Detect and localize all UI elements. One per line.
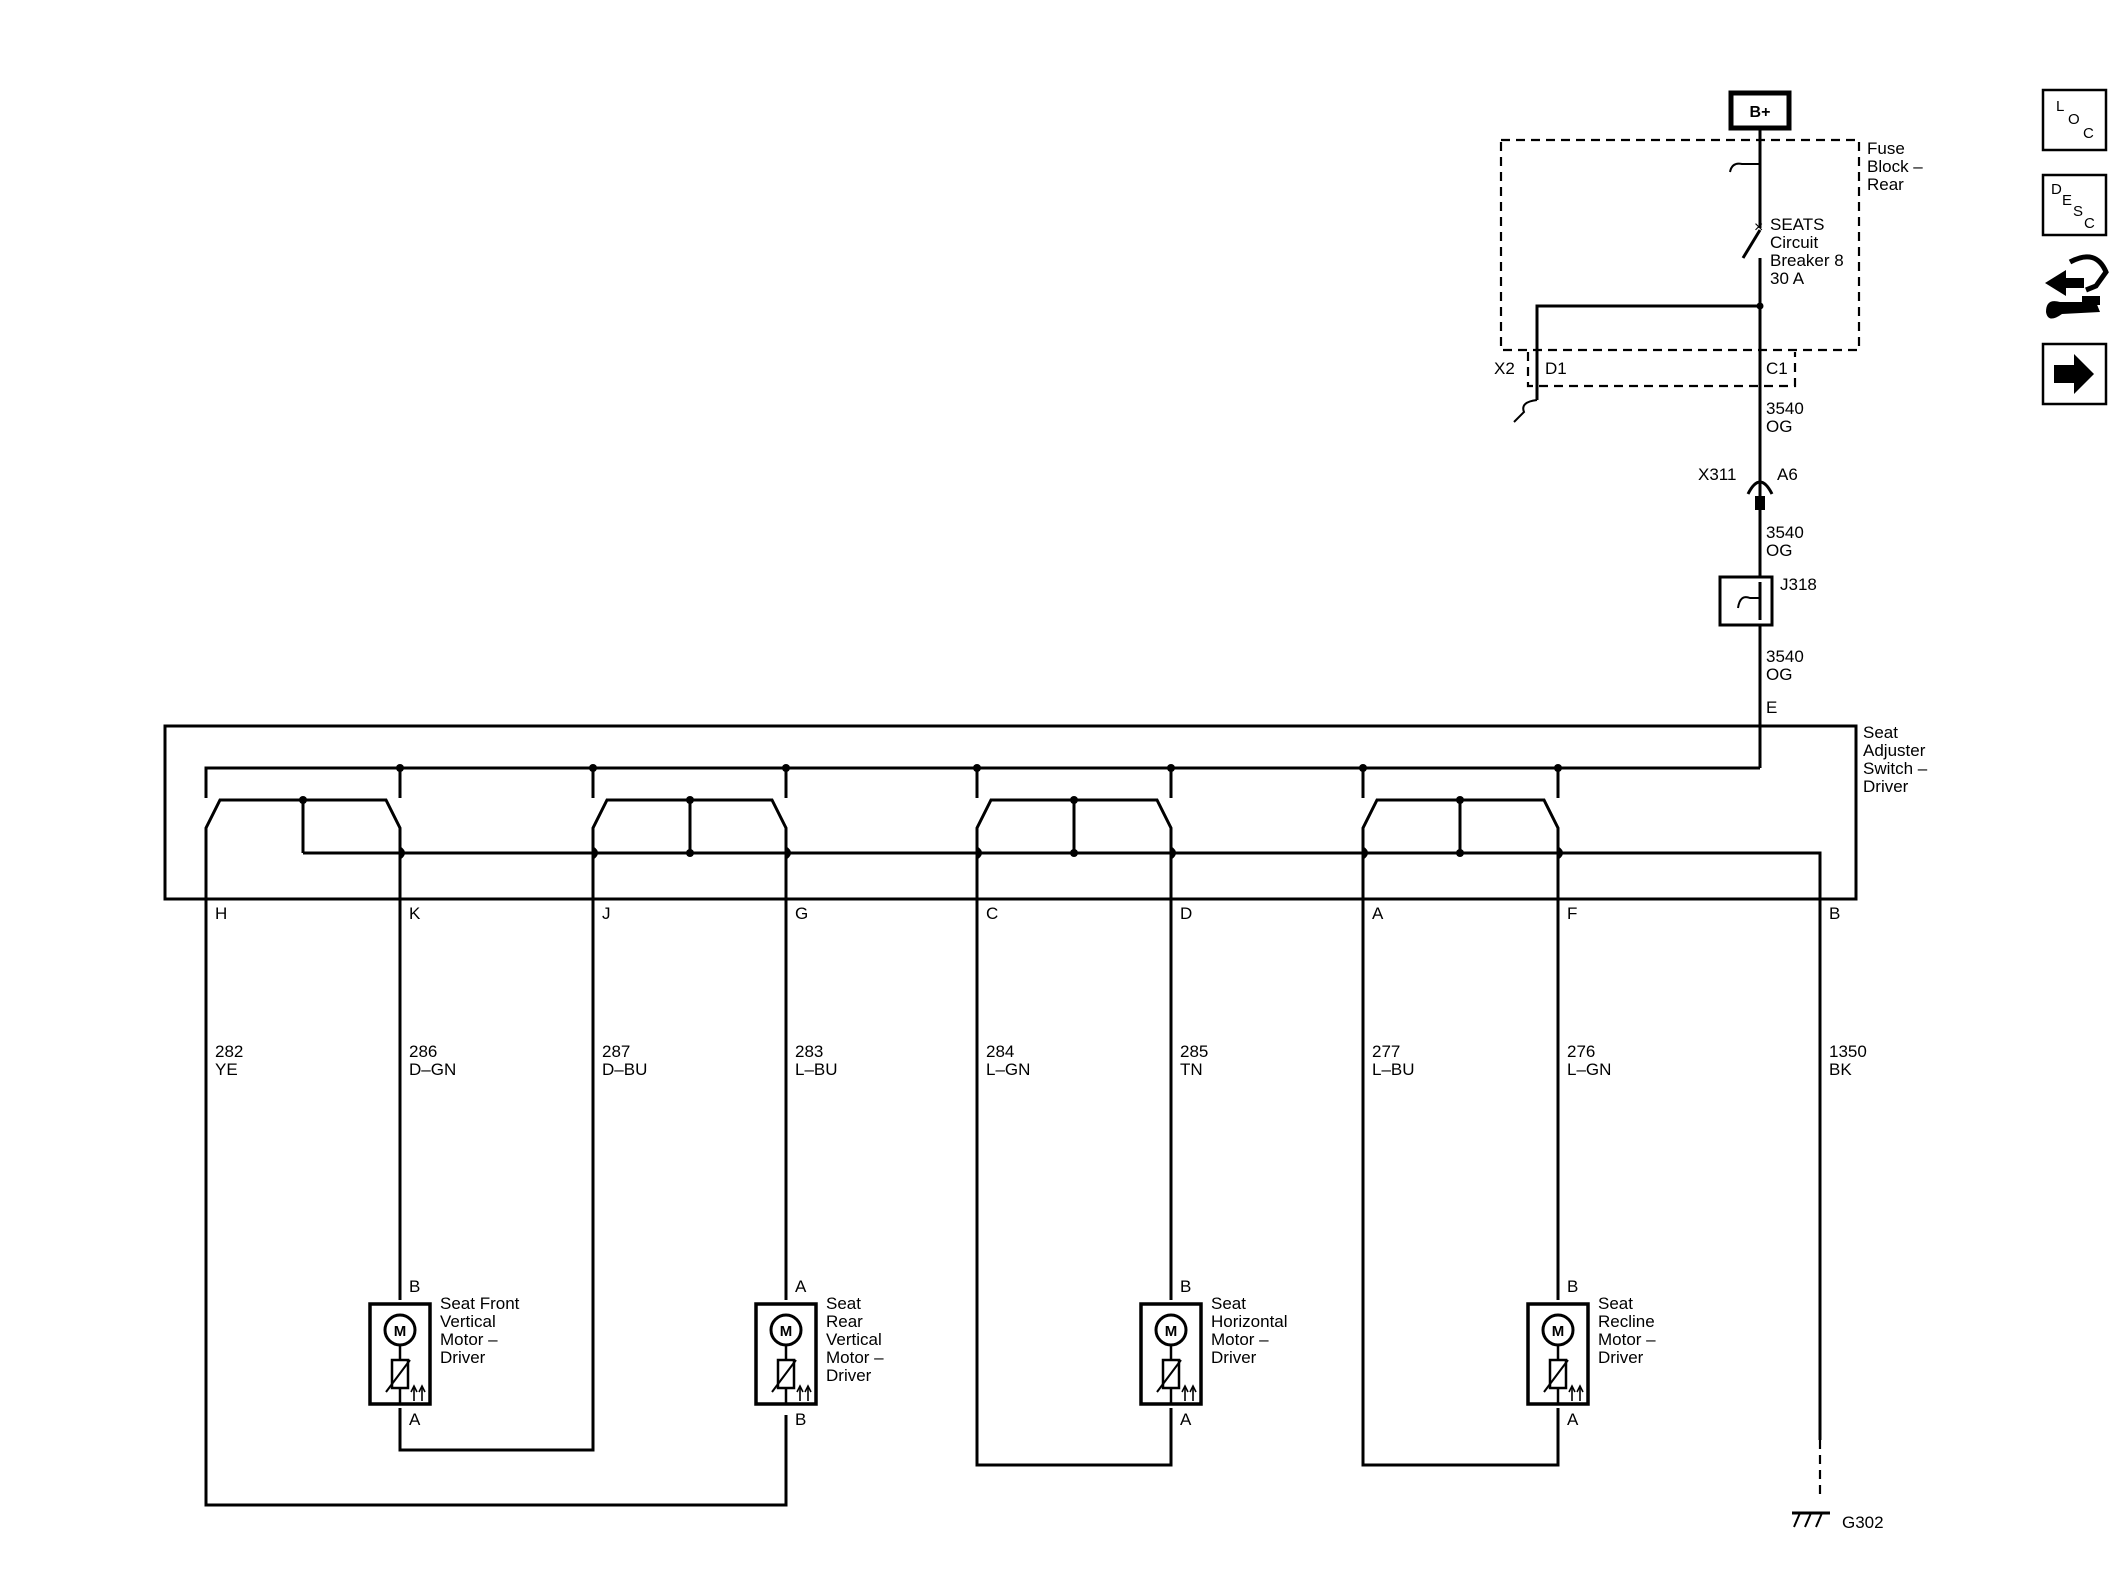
splice-j318 [1718,575,1774,627]
motor-seat-rear-vertical: A B Seat Rear Vertical Motor – Driver [754,1277,888,1429]
fuse-block-label: Fuse Block – Rear [1867,139,1927,194]
motor-3-top-pin: B [1180,1277,1191,1296]
desc-letter-d: D [2051,181,2062,198]
motor-1-label: Seat Front Vertical Motor – Driver [440,1294,524,1367]
battery-positive-source: B+ [1728,90,1792,131]
circuit-breaker-label: SEATS Circuit Breaker 8 30 A [1770,215,1848,288]
feed-wire-label-2: 3540 OG [1766,523,1809,560]
motor-2-bottom-pin: B [795,1410,806,1429]
splice-label: J318 [1780,575,1817,594]
loc-letter-c: C [2083,125,2094,142]
pin-b: B [1829,904,1840,923]
loc-letter-o: O [2068,111,2080,128]
pin-a: A [1372,904,1384,923]
motor-4-bottom-pin: A [1567,1410,1579,1429]
motor-3-label: Seat Horizontal Motor – Driver [1211,1294,1292,1367]
next-arrow-icon[interactable] [2041,342,2108,406]
pin-f: F [1567,904,1577,923]
location-button[interactable]: L O C [2041,88,2108,152]
switch-pin-e-label: E [1766,698,1777,717]
switch-section-horizontal [975,796,1173,920]
loc-letter-l: L [2056,98,2064,115]
seat-adjuster-switch-label: Seat Adjuster Switch – Driver [1863,723,1932,796]
motor-seat-horizontal: B A Seat Horizontal Motor – Driver [1139,1277,1292,1429]
power-source-label: B+ [1750,104,1771,121]
switch-section-rear-vertical [591,796,788,920]
pin-k: K [409,904,421,923]
motor-seat-front-vertical: B A Seat Front Vertical Motor – Driver [368,1277,524,1429]
motor-seat-recline: B A Seat Recline Motor – Driver [1526,1277,1660,1429]
desc-letter-c: C [2084,215,2095,232]
connector-x2-label: X2 [1494,359,1515,378]
motor-2-top-pin: A [795,1277,807,1296]
inline-connector-label: X311 [1698,465,1736,484]
motor-1-bottom-pin: A [409,1410,421,1429]
desc-letter-s: S [2073,203,2083,220]
switch-section-front-vertical [204,796,402,920]
svg-text:×: × [1754,219,1763,236]
pin-c: C [986,904,998,923]
pin-j: J [602,904,611,923]
pin-c1-label: C1 [1766,359,1788,378]
feed-wire-label-1: 3540 OG [1766,399,1809,436]
desc-letter-e: E [2062,192,2072,209]
inline-pin-label: A6 [1777,465,1798,484]
description-button[interactable]: D E S C [2041,173,2108,237]
motor-2-label: Seat Rear Vertical Motor – Driver [826,1294,888,1385]
feed-wire-label-3: 3540 OG [1766,647,1809,684]
pin-g: G [795,904,808,923]
wire-crossovers [399,846,1563,860]
output-wires [204,900,1560,1507]
motor-3-bottom-pin: A [1180,1410,1192,1429]
motor-4-top-pin: B [1567,1277,1578,1296]
motor-4-label: Seat Recline Motor – Driver [1598,1294,1660,1367]
connector-locator-icon[interactable] [2045,254,2109,319]
switch-pin-labels: H K J G C D A F B [215,904,1840,923]
circuit-breaker-8: × [1741,219,1763,596]
pin-d1-label: D1 [1545,359,1567,378]
inline-connector-x311 [1746,480,1774,510]
motor-1-top-pin: B [409,1277,420,1296]
ground-g302: G302 [1792,1440,1884,1532]
switch-section-recline [1361,796,1560,920]
pin-d: D [1180,904,1192,923]
seat-adjuster-switch-outline [163,724,1858,901]
ground-label: G302 [1842,1513,1884,1532]
pin-h: H [215,904,227,923]
